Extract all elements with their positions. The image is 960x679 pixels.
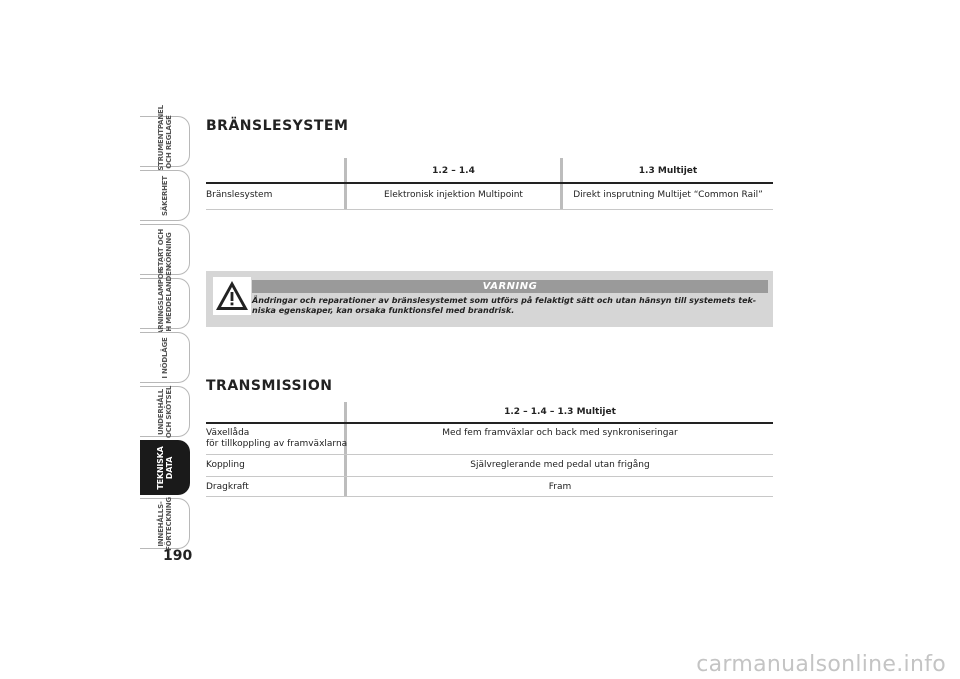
- column-separator: [560, 158, 563, 210]
- warning-box: VARNING Ändringar och reparationer av br…: [206, 271, 773, 327]
- fuel-section-title: BRÄNSLESYSTEM: [206, 118, 349, 134]
- tab-innehallsforteckning[interactable]: INNEHÅLLS- FÖRTECKNING: [140, 496, 190, 551]
- fuel-row-label: Bränslesystem: [206, 190, 273, 200]
- column-separator: [344, 402, 347, 497]
- tab-label: I NÖDLÄGE: [160, 336, 169, 379]
- fuel-header-col2: 1.3 Multijet: [638, 166, 698, 176]
- transmission-row-value: Med fem framväxlar och back med synkroni…: [442, 428, 678, 438]
- transmission-row-label: Dragkraft: [206, 482, 249, 492]
- fuel-table: 1.2 – 1.4 1.3 Multijet Bränslesystem Ele…: [206, 158, 773, 210]
- tab-label: INSTRUMENTPANEL OCH REGLAGE: [156, 104, 173, 179]
- chapter-tabs: INSTRUMENTPANEL OCH REGLAGE SÄKERHET STA…: [140, 105, 190, 552]
- column-separator: [344, 158, 347, 210]
- tab-label: TEKNISKA DATA: [155, 445, 174, 490]
- row-rule: [206, 454, 773, 455]
- fuel-row-col2: Direkt insprutning Multijet “Common Rail…: [573, 190, 763, 200]
- tab-label: START OCH KÖRNING: [156, 228, 173, 271]
- tab-i-nodlage[interactable]: I NÖDLÄGE: [140, 332, 190, 383]
- transmission-row-value: Fram: [548, 482, 572, 492]
- tab-label: VARNINGSLAMPOR OCH MEDDELANDEN: [156, 265, 173, 342]
- fuel-header-col1: 1.2 – 1.4: [432, 166, 475, 176]
- header-rule: [206, 422, 773, 424]
- transmission-row-value: Självreglerande med pedal utan frigång: [470, 460, 650, 470]
- header-rule: [206, 182, 773, 184]
- tab-start-och-korning[interactable]: START OCH KÖRNING: [140, 224, 190, 275]
- transmission-header: 1.2 – 1.4 – 1.3 Multijet: [504, 407, 616, 417]
- watermark: carmanualsonline.info: [696, 652, 946, 677]
- transmission-section-title: TRANSMISSION: [206, 378, 333, 394]
- fuel-row-col1: Elektronisk injektion Multipoint: [384, 190, 523, 200]
- tab-sakerhet[interactable]: SÄKERHET: [140, 170, 190, 221]
- tab-label: UNDERHÅLL OCH SKÖTSEL: [156, 385, 173, 438]
- tab-varningslampor[interactable]: VARNINGSLAMPOR OCH MEDDELANDEN: [140, 265, 190, 342]
- warning-text: Ändringar och reparationer av bränslesys…: [252, 296, 757, 315]
- page-number: 190: [163, 548, 193, 564]
- transmission-row-label: Växellåda för tillkoppling av framväxlar…: [206, 428, 348, 449]
- tab-label: INNEHÅLLS- FÖRTECKNING: [156, 496, 173, 551]
- row-rule: [206, 209, 773, 210]
- warning-header: VARNING: [252, 280, 768, 293]
- tab-underhall[interactable]: UNDERHÅLL OCH SKÖTSEL: [140, 385, 190, 438]
- tab-label: SÄKERHET: [160, 175, 169, 216]
- warning-triangle-icon: [213, 277, 251, 315]
- transmission-row-label: Koppling: [206, 460, 245, 470]
- tab-tekniska-data[interactable]: TEKNISKA DATA: [140, 440, 190, 495]
- transmission-table: 1.2 – 1.4 – 1.3 Multijet Växellåda för t…: [206, 402, 773, 497]
- row-rule: [206, 496, 773, 497]
- row-rule: [206, 476, 773, 477]
- tab-instrumentpanel[interactable]: INSTRUMENTPANEL OCH REGLAGE: [140, 105, 190, 178]
